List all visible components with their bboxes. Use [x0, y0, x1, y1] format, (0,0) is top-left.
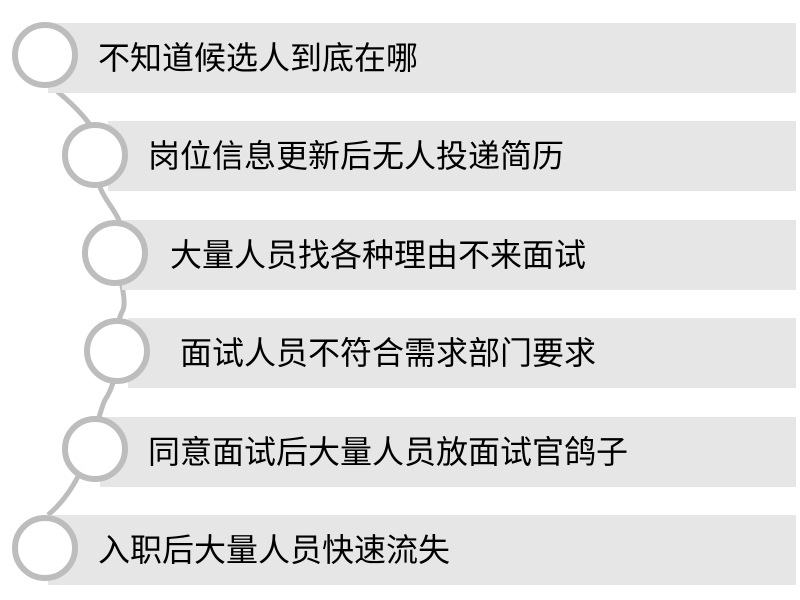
item-node-4	[84, 318, 150, 384]
item-label-4: 面试人员不符合需求部门要求	[180, 334, 597, 372]
item-node-6	[12, 515, 78, 581]
item-bar-4: 面试人员不符合需求部门要求	[128, 318, 796, 388]
item-node-2	[62, 122, 128, 188]
item-bar-3: 大量人员找各种理由不来面试	[122, 220, 796, 290]
item-label-5: 同意面试后大量人员放面试官鸽子	[148, 433, 629, 471]
item-bar-2: 岗位信息更新后无人投递简历	[108, 121, 796, 191]
item-bar-5: 同意面试后大量人员放面试官鸽子	[100, 417, 796, 487]
item-node-1	[12, 22, 78, 88]
item-label-2: 岗位信息更新后无人投递简历	[148, 137, 565, 175]
item-label-3: 大量人员找各种理由不来面试	[170, 236, 587, 274]
item-bar-1: 不知道候选人到底在哪	[48, 23, 796, 93]
item-bar-6: 入职后大量人员快速流失	[48, 515, 796, 585]
item-label-6: 入职后大量人员快速流失	[98, 531, 451, 569]
item-label-1: 不知道候选人到底在哪	[98, 39, 419, 77]
item-node-5	[62, 416, 128, 482]
item-node-3	[82, 220, 148, 286]
